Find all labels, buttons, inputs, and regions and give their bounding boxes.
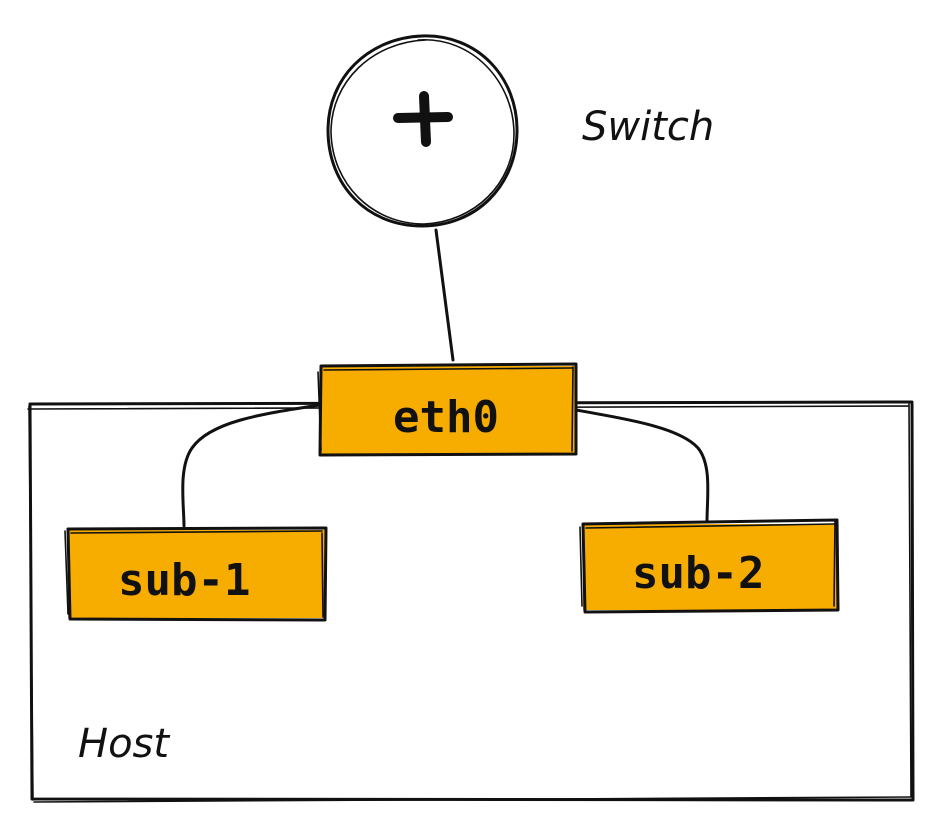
interface-sub-2: sub-2 bbox=[579, 518, 840, 614]
switch-label: Switch bbox=[582, 104, 714, 150]
interface-sub-1-label: sub-1 bbox=[118, 555, 250, 606]
switch-to-eth0-link bbox=[434, 228, 455, 362]
eth0-to-sub2-link bbox=[574, 408, 710, 524]
interface-sub-1-fill bbox=[68, 530, 326, 618]
interface-eth0-label: eth0 bbox=[393, 392, 499, 443]
interface-sub-1: sub-1 bbox=[64, 526, 328, 622]
switch-node bbox=[326, 34, 519, 228]
interface-eth0: eth0 bbox=[317, 362, 578, 457]
eth0-to-sub1-link bbox=[181, 403, 322, 528]
host-label: Host bbox=[78, 721, 170, 767]
plus-icon bbox=[393, 91, 453, 147]
interface-eth0-fill bbox=[321, 366, 576, 454]
interface-sub-2-fill bbox=[583, 524, 837, 610]
interface-sub-2-label: sub-2 bbox=[632, 548, 764, 599]
